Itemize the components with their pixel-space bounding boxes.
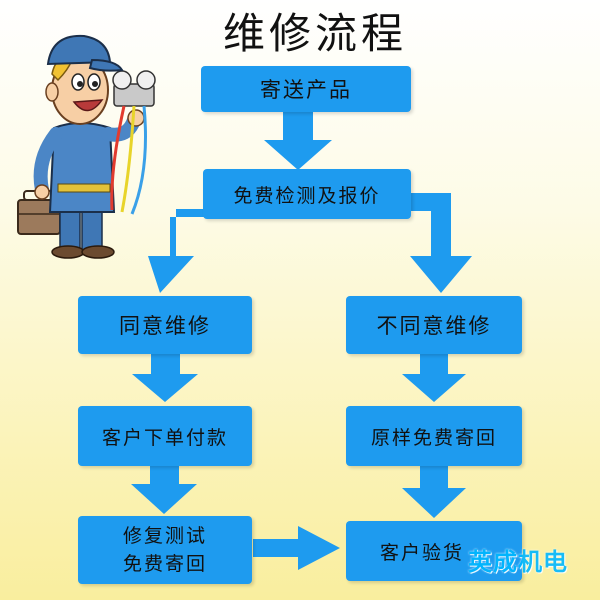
flow-arrows — [131, 111, 472, 570]
node-agree-repair: 同意维修 — [78, 296, 252, 354]
arrow-order-to-repair — [131, 464, 197, 514]
page-title: 维修流程 — [222, 9, 407, 58]
node-repair-line2: 免费寄回 — [122, 553, 207, 575]
arrow-return-to-accept — [402, 464, 466, 518]
node-customer-order-payment: 客户下单付款 — [78, 406, 252, 466]
node-repair-test-free-return: 修复测试 免费寄回 — [78, 516, 252, 584]
arrow-send-to-inspect — [264, 111, 332, 170]
node-repair-line1: 修复测试 — [122, 525, 207, 547]
arrow-inspect-to-agree — [148, 185, 210, 293]
node-return-as-is-free: 原样免费寄回 — [346, 406, 522, 466]
arrow-inspect-to-disagree — [408, 185, 472, 293]
watermark-text: 英成机电 — [468, 548, 568, 576]
node-customer-acceptance: 客户验货 — [346, 521, 522, 581]
arrow-repair-to-accept — [253, 526, 340, 570]
mechanic-illustration — [17, 34, 156, 259]
node-free-inspection-quote: 免费检测及报价 — [203, 169, 411, 219]
node-disagree-repair: 不同意维修 — [346, 296, 522, 354]
node-send-product: 寄送产品 — [201, 66, 411, 112]
arrow-agree-to-order — [132, 354, 198, 402]
arrow-disagree-to-return — [402, 354, 466, 402]
